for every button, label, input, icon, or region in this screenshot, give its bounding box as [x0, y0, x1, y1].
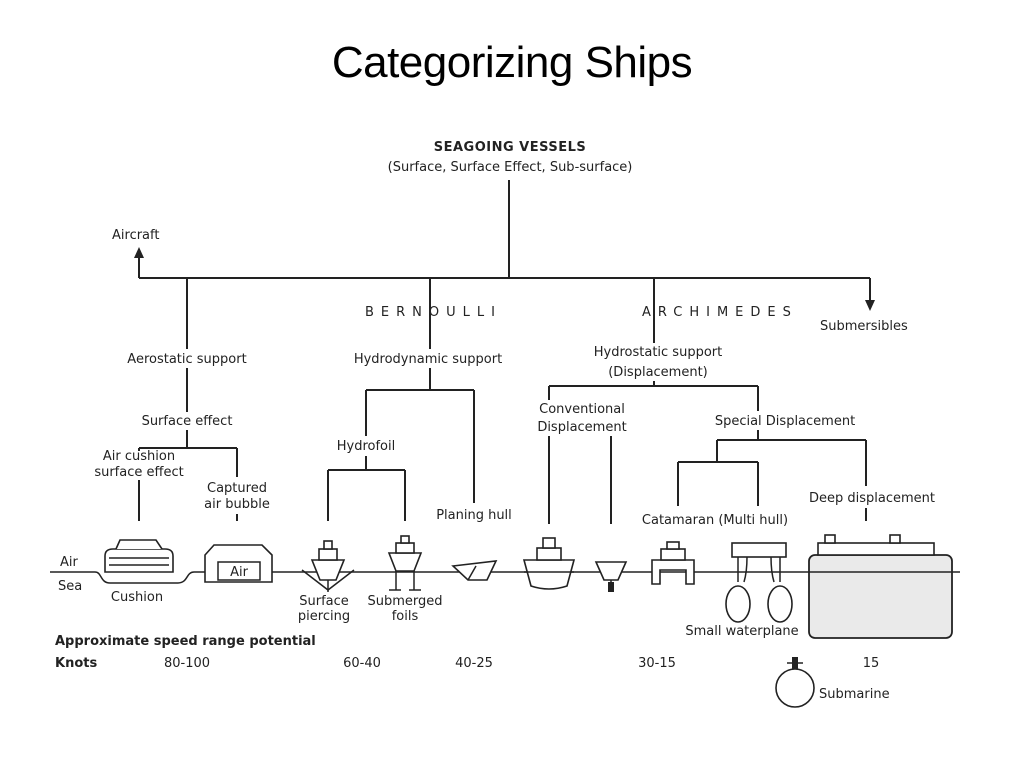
tree-connectors: [134, 180, 875, 524]
speed-air-cushion: 80-100: [164, 656, 210, 671]
submersibles-label: Submersibles: [820, 319, 908, 334]
surface-piercing-line-1: Surface: [299, 594, 349, 609]
root-line-1: SEAGOING VESSELS: [434, 140, 587, 155]
planing-hull-label: Planing hull: [436, 508, 512, 523]
planing-hull-icon: [451, 560, 498, 581]
deep-displacement-icon: [808, 534, 953, 639]
speed-hydrofoil: 60-40: [343, 656, 381, 671]
catamaran-label: Catamaran (Multi hull): [642, 513, 788, 528]
speed-displacement: 30-15: [638, 656, 676, 671]
surface-piercing-hydrofoil-icon: [301, 540, 355, 592]
cushion-label: Cushion: [111, 590, 163, 605]
conventional-displacement-ship-icon: [522, 537, 576, 590]
hydrostatic-support-line-2: (Displacement): [608, 365, 708, 380]
air-cushion-line-2: surface effect: [94, 465, 183, 480]
special-displacement-label: Special Displacement: [715, 414, 855, 429]
small-waterplane-icon: [725, 542, 793, 623]
air-layer-label: Air: [60, 555, 79, 570]
conventional-line-2: Displacement: [537, 420, 626, 435]
aerostatic-support-label: Aerostatic support: [127, 352, 246, 367]
archimedes-label: ARCHIMEDES: [642, 305, 798, 320]
hydrodynamic-support-label: Hydrodynamic support: [354, 352, 502, 367]
surface-piercing-line-2: piercing: [298, 609, 350, 624]
root-line-2: (Surface, Surface Effect, Sub-surface): [388, 160, 633, 175]
submerged-foils-line-2: foils: [392, 609, 419, 624]
air-cushion-vessel-icon: [104, 539, 174, 573]
submerged-foils-hydrofoil-icon: [387, 535, 423, 591]
submerged-foils-line-1: Submerged: [367, 594, 442, 609]
hydrofoil-label: Hydrofoil: [337, 439, 396, 454]
aircraft-label: Aircraft: [112, 228, 159, 243]
submarine-icon: [775, 657, 815, 708]
knots-label: Knots: [55, 656, 97, 671]
submarine-label: Submarine: [819, 687, 890, 702]
captured-air-bubble-icon: [204, 544, 273, 583]
captured-bubble-line-1: Captured: [207, 481, 267, 496]
waterline: [50, 571, 960, 584]
hydrostatic-support-line-1: Hydrostatic support: [594, 345, 722, 360]
speed-deep: 15: [863, 656, 880, 671]
small-waterplane-label: Small waterplane: [685, 624, 798, 639]
air-cushion-line-1: Air cushion: [103, 449, 175, 464]
conventional-displacement-section-icon: [594, 561, 628, 592]
bernoulli-label: BERNOULLI: [365, 305, 502, 320]
page-title: Categorizing Ships: [331, 38, 693, 87]
surface-effect-label: Surface effect: [142, 414, 233, 429]
deep-displacement-label: Deep displacement: [809, 491, 935, 506]
catamaran-icon: [651, 541, 695, 585]
captured-bubble-line-2: air bubble: [204, 497, 270, 512]
sea-layer-label: Sea: [58, 579, 82, 594]
speed-planing: 40-25: [455, 656, 493, 671]
speed-heading: Approximate speed range potential: [55, 634, 316, 649]
bubble-air-label: Air: [230, 565, 249, 580]
conventional-line-1: Conventional: [539, 402, 625, 417]
